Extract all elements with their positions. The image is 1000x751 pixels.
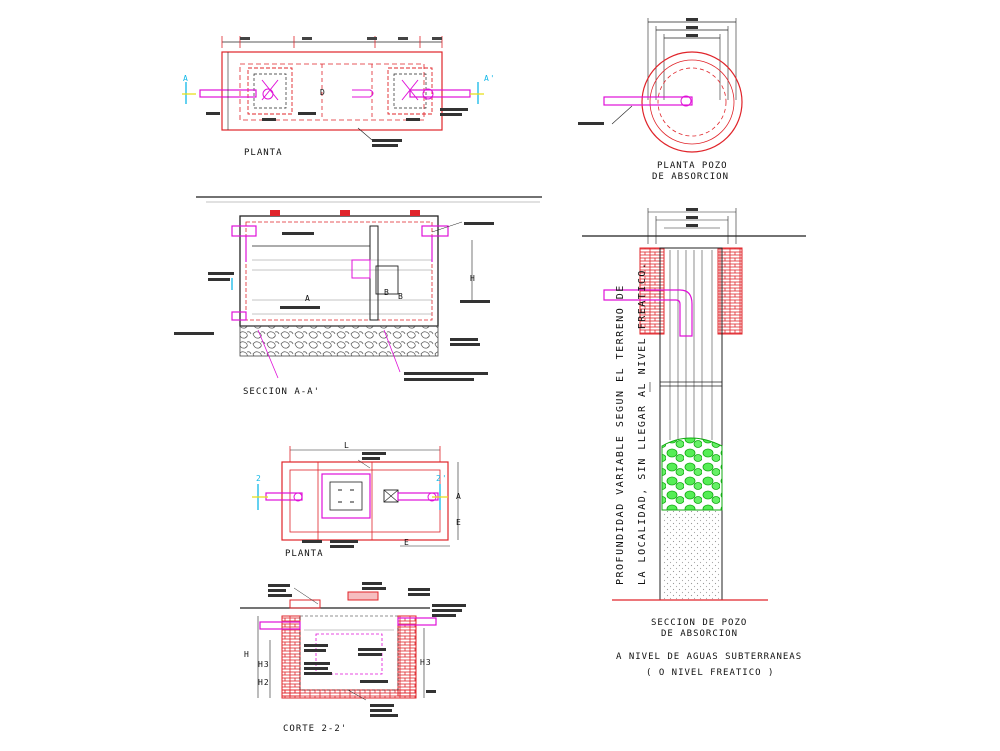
- marker-e-bottom: E: [404, 538, 410, 547]
- planta-pozo-title-2: DE ABSORCION: [652, 172, 730, 182]
- planta-top-label: PLANTA: [244, 148, 283, 158]
- marker-b-section: B: [398, 292, 404, 301]
- seccion-aa-view: [174, 196, 542, 381]
- planta-pozo-view: [578, 18, 743, 153]
- planta-mid-view: [252, 446, 459, 548]
- planta-pozo-title-1: PLANTA POZO: [657, 161, 728, 171]
- profundidad-note-2: LA LOCALIDAD, SIN LLEGAR AL NIVEL FREATI…: [637, 261, 648, 585]
- marker-h-section: H: [470, 274, 476, 283]
- corte-label: CORTE 2-2': [283, 724, 348, 734]
- marker-e: E: [456, 518, 462, 527]
- marker-2-left: 2: [256, 474, 262, 483]
- marker-h3-left: H3: [258, 660, 270, 669]
- marker-a-planta: A: [456, 492, 462, 501]
- nivel-freatico-line-1: A NIVEL DE AGUAS SUBTERRANEAS: [616, 652, 803, 662]
- marker-h2: H2: [258, 678, 270, 687]
- nivel-freatico-line-2: ( O NIVEL FREATICO ): [646, 668, 775, 678]
- planta-mid-label: PLANTA: [285, 549, 324, 559]
- marker-h3-right: H3: [420, 658, 432, 667]
- marker-a-right: A': [484, 74, 496, 83]
- seccion-pozo-title-2: DE ABSORCION: [661, 629, 739, 639]
- seccion-pozo-title-1: SECCION DE POZO: [651, 618, 748, 628]
- marker-b-inner: B: [384, 288, 390, 297]
- marker-h-corte: H: [244, 650, 250, 659]
- corte-22-view: [240, 582, 466, 717]
- marker-l: L: [344, 441, 350, 450]
- marker-2-right: 2': [436, 474, 448, 483]
- marker-d: D: [320, 88, 326, 97]
- marker-a-section: A: [305, 294, 311, 303]
- planta-top-view: [182, 36, 484, 147]
- seccion-pozo-view: [582, 208, 806, 601]
- marker-a-left: A: [183, 74, 189, 83]
- profundidad-note-1: PROFUNDIDAD VARIABLE SEGUN EL TERRENO DE: [615, 284, 626, 585]
- seccion-aa-label: SECCION A-A': [243, 387, 321, 397]
